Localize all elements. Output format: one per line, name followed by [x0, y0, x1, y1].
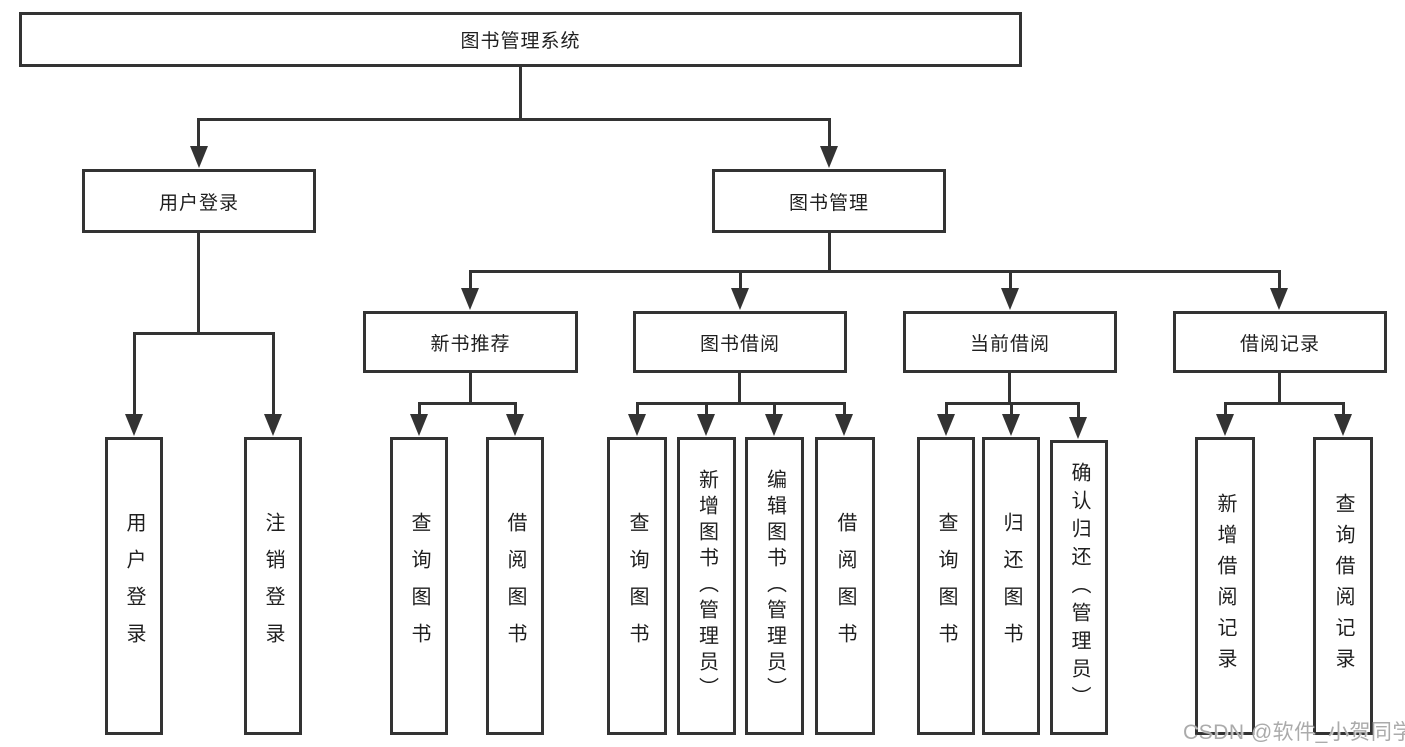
- leaf-confirm-return-admin: 确认归还（管理员）: [1050, 440, 1108, 735]
- arrow-down-icon: [1270, 288, 1288, 310]
- connector-line: [1224, 402, 1227, 418]
- leaf-add-borrow-record-label: 新增借阅记录: [1214, 493, 1236, 679]
- arrow-down-icon: [1216, 414, 1234, 436]
- leaf-query-borrow-record: 查询借阅记录: [1313, 437, 1373, 735]
- arrow-down-icon: [820, 146, 838, 168]
- arrow-down-icon: [264, 414, 282, 436]
- node-user-login-label: 用户登录: [158, 192, 239, 214]
- connector-line: [469, 371, 472, 405]
- connector-line: [133, 332, 275, 335]
- connector-line: [738, 371, 741, 405]
- leaf-add-borrow-record: 新增借阅记录: [1195, 437, 1255, 735]
- connector-line: [705, 402, 708, 418]
- arrow-down-icon: [1002, 414, 1020, 436]
- leaf-user-login: 用户登录: [105, 437, 163, 735]
- leaf-add-books-admin: 新增图书（管理员）: [677, 437, 736, 735]
- node-book-management: 图书管理: [712, 169, 946, 233]
- connector-line: [828, 118, 831, 150]
- connector-line: [469, 270, 1281, 273]
- node-root: 图书管理系统: [19, 12, 1022, 67]
- node-new-book-recommend-label: 新书推荐: [430, 333, 511, 355]
- connector-line: [1342, 402, 1345, 418]
- arrow-down-icon: [1001, 288, 1019, 310]
- arrow-down-icon: [461, 288, 479, 310]
- connector-line: [1008, 371, 1011, 405]
- arrow-down-icon: [1069, 417, 1087, 439]
- leaf-query-books-recommend-label: 查询图书: [408, 512, 430, 660]
- connector-line: [739, 270, 742, 292]
- arrow-down-icon: [835, 414, 853, 436]
- leaf-add-books-admin-label: 新增图书（管理员）: [695, 469, 718, 703]
- connector-line: [418, 402, 517, 405]
- leaf-query-borrow-record-label: 查询借阅记录: [1332, 493, 1354, 679]
- node-borrowing-records: 借阅记录: [1173, 311, 1387, 373]
- connector-line: [1224, 402, 1345, 405]
- connector-line: [843, 402, 846, 418]
- node-current-borrowing: 当前借阅: [903, 311, 1117, 373]
- arrow-down-icon: [190, 146, 208, 168]
- leaf-query-books-borrow: 查询图书: [607, 437, 667, 735]
- node-book-borrowing: 图书借阅: [633, 311, 847, 373]
- connector-line: [1077, 402, 1080, 418]
- connector-line: [197, 118, 831, 121]
- arrow-down-icon: [628, 414, 646, 436]
- connector-line: [519, 67, 522, 120]
- arrow-down-icon: [506, 414, 524, 436]
- connector-line: [1009, 270, 1012, 292]
- connector-line: [1278, 270, 1281, 292]
- connector-line: [469, 270, 472, 292]
- leaf-user-login-label: 用户登录: [123, 512, 145, 660]
- connector-line: [1010, 402, 1013, 418]
- leaf-query-books-borrow-label: 查询图书: [626, 512, 648, 660]
- arrow-down-icon: [1334, 414, 1352, 436]
- node-user-login: 用户登录: [82, 169, 316, 233]
- leaf-borrow-books: 借阅图书: [815, 437, 875, 735]
- connector-line: [133, 332, 136, 416]
- leaf-borrow-books-label: 借阅图书: [834, 512, 856, 660]
- leaf-logout: 注销登录: [244, 437, 302, 735]
- leaf-edit-books-admin: 编辑图书（管理员）: [745, 437, 804, 735]
- arrow-down-icon: [731, 288, 749, 310]
- leaf-return-books: 归还图书: [982, 437, 1040, 735]
- node-new-book-recommend: 新书推荐: [363, 311, 578, 373]
- connector-line: [514, 402, 517, 418]
- node-root-label: 图书管理系统: [460, 31, 581, 52]
- connector-line: [945, 402, 948, 418]
- connector-line: [1278, 371, 1281, 405]
- arrow-down-icon: [937, 414, 955, 436]
- connector-line: [636, 402, 639, 418]
- connector-line: [773, 402, 776, 418]
- connector-line: [197, 231, 200, 335]
- leaf-query-books-recommend: 查询图书: [390, 437, 448, 735]
- leaf-edit-books-admin-label: 编辑图书（管理员）: [763, 469, 786, 703]
- connector-line: [636, 402, 846, 405]
- node-current-borrowing-label: 当前借阅: [969, 333, 1050, 355]
- leaf-logout-label: 注销登录: [262, 512, 284, 660]
- node-borrowing-records-label: 借阅记录: [1239, 333, 1320, 355]
- leaf-borrow-books-recommend-label: 借阅图书: [504, 512, 526, 660]
- leaf-borrow-books-recommend: 借阅图书: [486, 437, 544, 735]
- csdn-watermark: CSDN @软件_小贺同学: [1183, 721, 1405, 744]
- connector-line: [828, 231, 831, 273]
- leaf-query-books-current-label: 查询图书: [935, 512, 957, 660]
- node-book-management-label: 图书管理: [788, 192, 869, 214]
- arrow-down-icon: [410, 414, 428, 436]
- leaf-query-books-current: 查询图书: [917, 437, 975, 735]
- connector-line: [418, 402, 421, 418]
- connector-line: [197, 118, 200, 150]
- node-book-borrowing-label: 图书借阅: [699, 333, 780, 355]
- arrow-down-icon: [697, 414, 715, 436]
- leaf-return-books-label: 归还图书: [1000, 512, 1022, 660]
- arrow-down-icon: [125, 414, 143, 436]
- connector-line: [272, 332, 275, 416]
- leaf-confirm-return-admin-label: 确认归还（管理员）: [1068, 461, 1090, 714]
- arrow-down-icon: [765, 414, 783, 436]
